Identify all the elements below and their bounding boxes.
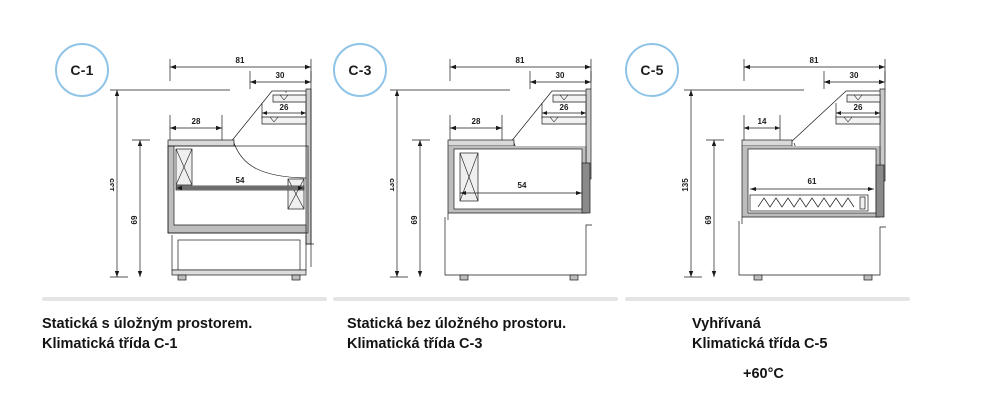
product-variant-panel-c3: C-3 81 30 28	[305, 0, 638, 417]
dimension-shelf-width: 26	[854, 103, 863, 112]
variant-badge-label: C-3	[348, 62, 372, 78]
dimension-shelf-width: 26	[560, 103, 569, 112]
dimension-base-width: 61	[808, 177, 817, 186]
caption-line-2: Klimatická třída C-1	[42, 336, 178, 352]
dimension-base-width: 54	[236, 176, 245, 185]
heating-element-icon	[757, 197, 855, 208]
dimension-shelf-width: 26	[280, 103, 289, 112]
dimension-total-width: 81	[516, 56, 525, 65]
variant-badge-label: C-1	[70, 62, 94, 78]
product-variant-panel-c1: C-1 81 30 28	[0, 0, 333, 417]
dimension-upper-width: 30	[850, 71, 859, 80]
dimension-counter-depth: 28	[192, 117, 201, 126]
dimension-counter-depth: 28	[472, 117, 481, 126]
caption-line-2: Klimatická třída C-3	[347, 336, 483, 352]
variant-badge-label: C-5	[640, 62, 664, 78]
dimension-total-width: 81	[236, 56, 245, 65]
variant-badge-c5: C-5	[625, 43, 679, 97]
caption-divider	[625, 297, 910, 301]
caption-line-1: Statická s úložným prostorem.	[42, 316, 253, 332]
dimension-base-width: 54	[518, 181, 527, 190]
technical-drawing-c5: 81 30 14 135	[682, 56, 886, 281]
dimension-upper-width: 30	[276, 71, 285, 80]
variant-badge-c1: C-1	[55, 43, 109, 97]
dimension-working-height: 69	[704, 215, 713, 224]
variant-caption-c1: Statická s úložným prostorem. Klimatická…	[42, 314, 252, 354]
dimension-working-height: 69	[130, 215, 139, 224]
caption-line-1: Statická bez úložného prostoru.	[347, 316, 567, 332]
dimension-total-width: 81	[810, 56, 819, 65]
caption-divider	[333, 297, 618, 301]
dimension-working-height: 69	[410, 215, 419, 224]
caption-line-2: Klimatická třída C-5	[692, 336, 828, 352]
product-variant-panel-c5: C-5 81 30 14	[610, 0, 943, 417]
dimension-total-height: 135	[110, 178, 116, 192]
dimension-total-height: 135	[682, 178, 690, 192]
dimension-counter-depth: 14	[758, 117, 767, 126]
caption-divider	[42, 297, 327, 301]
temperature-label: +60°C	[743, 366, 784, 382]
dimension-upper-width: 30	[556, 71, 565, 80]
variant-badge-c3: C-3	[333, 43, 387, 97]
technical-drawing-c1: 81 30 28 135	[110, 56, 314, 281]
variant-caption-c5: Vyhřívaná Klimatická třída C-5	[692, 314, 827, 354]
variant-caption-c3: Statická bez úložného prostoru. Klimatic…	[347, 314, 566, 354]
technical-drawing-c3: 81 30 28 135	[390, 56, 592, 281]
caption-line-1: Vyhřívaná	[692, 316, 761, 332]
dimension-total-height: 135	[390, 178, 396, 192]
